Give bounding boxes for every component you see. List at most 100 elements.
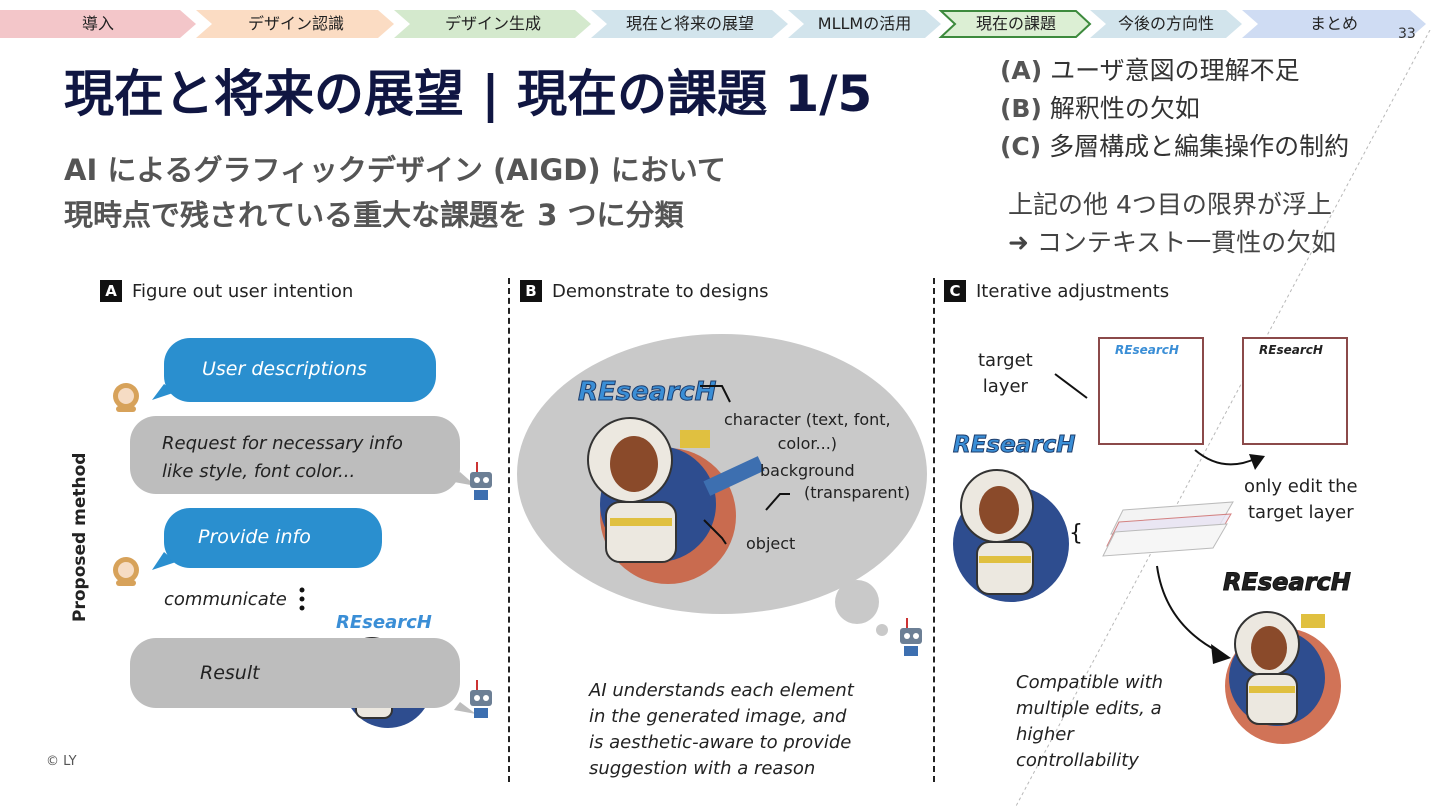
nav-item-summary[interactable]: まとめ: [1309, 14, 1358, 33]
nav-item-mllm[interactable]: MLLMの活用: [817, 14, 912, 33]
extra-limitation: 上記の他 4つ目の限界が浮上 ➜ コンテキスト一貫性の欠如: [1008, 186, 1336, 262]
researchh-logo-box-2: REsearcH: [1259, 343, 1323, 357]
target-layer-box-2: [1242, 337, 1348, 445]
researchh-logo-c2: REsearcH: [1223, 568, 1351, 596]
astronaut-illustration-icon-c2: [1225, 611, 1341, 744]
target-layer-box-1: [1098, 337, 1204, 445]
nav-arrows: [0, 10, 1426, 38]
nav-item-design-generation[interactable]: デザイン生成: [444, 14, 541, 33]
copyright: © LY: [46, 754, 77, 769]
nav-item-current-issues[interactable]: 現在の課題: [975, 14, 1056, 33]
decorative-diagonal: [1014, 30, 1431, 809]
subtitle-line-2: 現時点で残されている重大な課題を 3 つに分類: [64, 198, 684, 232]
thought-bubble-dot-small: [876, 624, 888, 636]
label-only-edit-line-1: only edit the: [1244, 476, 1358, 497]
label-only-edit: only edit the target layer: [1244, 474, 1358, 526]
label-only-edit-line-2: target layer: [1248, 502, 1354, 523]
panel-c-title-text: Iterative adjustments: [976, 281, 1170, 302]
label-target-layer: target layer: [978, 348, 1033, 400]
subtitle-line-1: AI によるグラフィックデザイン (AIGD) において: [64, 153, 726, 187]
nav-arrow-6: [938, 10, 1092, 38]
nav-item-outlook[interactable]: 現在と将来の展望: [625, 14, 754, 33]
panel-b-badge: B: [520, 280, 542, 302]
page-title: 現在と将来の展望 | 現在の課題 1/5: [64, 65, 873, 123]
astronaut-illustration-icon-b: [587, 417, 765, 584]
researchh-logo-box-1: REsearcH: [1115, 343, 1179, 357]
nav-arrow-2: [196, 10, 394, 38]
caption-b-line-3: is aesthetic-aware to provide: [589, 732, 852, 753]
bubble-user-descriptions: User descriptions: [164, 338, 436, 402]
issue-c-label: (C): [1000, 132, 1042, 161]
extra-line-1: 上記の他 4つ目の限界が浮上: [1008, 190, 1332, 219]
nav-item-intro[interactable]: 導入: [81, 14, 114, 33]
caption-b-line-2: in the generated image, and: [589, 706, 847, 727]
bubble-request-info: Request for necessary info like style, f…: [130, 416, 460, 494]
nav-arrow-5: [788, 10, 941, 38]
label-character-line-1: character (text, font,: [724, 410, 891, 429]
caption-b-line-4: suggestion with a reason: [589, 758, 816, 779]
divider-ab: [508, 278, 510, 782]
caption-c-line-4: controllability: [1016, 750, 1139, 771]
issue-b-text: 解釈性の欠如: [1049, 94, 1200, 123]
robot-icon: [470, 462, 492, 500]
bubble-request-line-2: like style, font color...: [162, 461, 356, 482]
page-number: 33: [1398, 26, 1416, 42]
label-target-line-2: layer: [982, 376, 1028, 397]
nav-item-design-recognition[interactable]: デザイン認識: [247, 14, 344, 33]
bubble-request-line-1: Request for necessary info: [162, 433, 403, 454]
nav-arrow-1: [0, 10, 196, 38]
panel-c-title: C Iterative adjustments: [944, 280, 1169, 302]
nav-arrow-7: [1090, 10, 1242, 38]
panel-a-badge: A: [100, 280, 122, 302]
user-avatar-icon: [113, 383, 139, 412]
section-nav: 導入 デザイン認識 デザイン生成 現在と将来の展望 MLLMの活用 現在の課題 …: [0, 10, 1440, 38]
researchh-logo-b: REsearcH: [578, 377, 717, 407]
caption-c-line-1: Compatible with: [1016, 672, 1164, 693]
robot-icon-3: [900, 618, 922, 656]
caption-c: Compatible with multiple edits, a higher…: [1016, 670, 1163, 774]
label-background-line-2: (transparent): [804, 483, 911, 502]
thought-bubble-dot-large: [835, 580, 879, 624]
issues-list: (A) ユーザ意図の理解不足 (B) 解釈性の欠如 (C) 多層構成と編集操作の…: [1000, 52, 1349, 166]
nav-arrow-3: [394, 10, 591, 38]
caption-c-line-2: multiple edits, a: [1016, 698, 1162, 719]
bubble-request-info-text: Request for necessary info like style, f…: [162, 430, 403, 486]
panel-b-title: B Demonstrate to designs: [520, 280, 769, 302]
bubble-user-descriptions-text: User descriptions: [202, 358, 367, 380]
panel-c-badge: C: [944, 280, 966, 302]
bubble-provide-info: Provide info: [164, 508, 382, 568]
issue-c: (C) 多層構成と編集操作の制約: [1000, 128, 1349, 166]
bubble-provide-info-text: Provide info: [198, 526, 311, 548]
caption-c-line-3: higher: [1016, 724, 1074, 745]
svg-text:{: {: [1069, 521, 1083, 546]
extra-line-2: ➜ コンテキスト一貫性の欠如: [1008, 228, 1337, 257]
label-target-line-1: target: [978, 350, 1033, 371]
panel-b-title-text: Demonstrate to designs: [552, 281, 769, 302]
label-background: background (transparent): [760, 460, 910, 504]
caption-b-line-1: AI understands each element: [589, 680, 854, 701]
communicate-label: communicate: [164, 589, 287, 610]
issue-a-label: (A): [1000, 56, 1043, 85]
label-background-line-1: background: [760, 461, 855, 480]
issue-b: (B) 解釈性の欠如: [1000, 90, 1349, 128]
panel-b-graphics: REsearcH: [517, 334, 927, 656]
caption-b: AI understands each element in the gener…: [589, 678, 854, 782]
nav-arrow-4: [591, 10, 788, 38]
researchh-logo-c1: REsearcH: [953, 432, 1075, 458]
astronaut-illustration-icon-c1: [953, 469, 1069, 602]
researchh-logo-small: REsearcH: [336, 612, 432, 633]
issue-b-label: (B): [1000, 94, 1042, 123]
nav-item-future-direction[interactable]: 今後の方向性: [1117, 14, 1214, 33]
label-object: object: [746, 534, 796, 553]
bubble-result: Result: [130, 638, 460, 708]
issue-c-text: 多層構成と編集操作の制約: [1049, 132, 1350, 161]
issue-a: (A) ユーザ意図の理解不足: [1000, 52, 1349, 90]
bubble-result-text: Result: [200, 662, 260, 684]
label-character: character (text, font, color...): [724, 408, 891, 456]
divider-bc: [933, 278, 935, 782]
issue-a-text: ユーザ意図の理解不足: [1050, 56, 1300, 85]
panel-c-graphics: REsearcH REsearcH { REsearcH: [953, 337, 1351, 744]
nav-arrow-8: [1242, 10, 1426, 38]
